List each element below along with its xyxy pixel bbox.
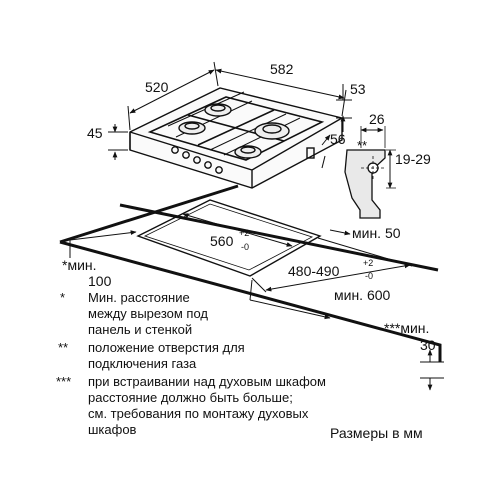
note-3: *** при встраивании над духовым шкафом р… <box>56 374 326 437</box>
units-label: Размеры в мм <box>330 425 423 441</box>
notes: * Мин. расстояние между вырезом под пане… <box>56 290 326 437</box>
note-3-line-1: при встраивании над духовым шкафом <box>88 374 326 389</box>
dim-min-50: мин. 50 <box>352 225 401 241</box>
hob-dimension-lines <box>108 61 352 169</box>
dim-cutout-width: 560 +2 -0 <box>210 228 249 252</box>
burner-front-left <box>178 121 206 135</box>
dim-cutout-depth-tol-plus: +2 <box>363 258 373 268</box>
dim-front-53: 53 <box>350 81 366 97</box>
note-1-mark: * <box>60 290 65 305</box>
gas-connection-detail <box>344 126 396 219</box>
note-3-line-2: расстояние должно быть больше; <box>88 390 293 405</box>
dim-min-600: мин. 600 <box>334 287 391 303</box>
dim-detail-gas-mark: ** <box>357 138 367 153</box>
dim-depth-520: 520 <box>145 79 169 95</box>
dim-cutout-width-tol-minus: -0 <box>241 242 249 252</box>
note-1-line-2: между вырезом под <box>88 306 208 321</box>
dim-cutout-depth-tol-minus: -0 <box>365 271 373 281</box>
note-1-line-1: Мин. расстояние <box>88 290 190 305</box>
gas-connection <box>306 147 315 159</box>
dim-min-30-value: 30 <box>420 337 436 353</box>
note-3-line-4: шкафов <box>88 422 137 437</box>
dim-depth-56: 56 <box>330 131 346 147</box>
dim-cutout-depth-value: 480-490 <box>288 263 340 279</box>
note-2: ** положение отверстия для подключения г… <box>58 340 245 371</box>
dim-height-45: 45 <box>87 125 103 141</box>
dim-detail-26: 26 <box>369 111 385 127</box>
burner-rear-right <box>254 122 290 140</box>
control-knobs <box>171 146 223 174</box>
dim-min-30-label: ***мин. <box>384 320 429 336</box>
hob-drawing <box>129 87 343 189</box>
note-1: * Мин. расстояние между вырезом под пане… <box>60 290 208 337</box>
note-2-mark: ** <box>58 340 68 355</box>
burner-front-right <box>234 145 262 159</box>
note-1-line-3: панель и стенкой <box>88 322 192 337</box>
dim-detail-19-29: 19-29 <box>395 151 431 167</box>
cutout-dimension-lines <box>69 213 444 391</box>
note-3-line-3: см. требования по монтажу духовых <box>88 406 309 421</box>
dim-min-100-label: *мин. <box>62 257 97 273</box>
burner-rear-left <box>204 103 232 117</box>
note-3-mark: *** <box>56 374 71 389</box>
dim-min-100-value: 100 <box>88 273 112 289</box>
dim-cutout-width-value: 560 <box>210 233 234 249</box>
dim-width-582: 582 <box>270 61 294 77</box>
note-2-line-1: положение отверстия для <box>88 340 245 355</box>
note-2-line-2: подключения газа <box>88 356 197 371</box>
dim-cutout-depth: 480-490 +2 -0 <box>288 258 373 281</box>
dim-cutout-width-tol-plus: +2 <box>239 228 249 238</box>
